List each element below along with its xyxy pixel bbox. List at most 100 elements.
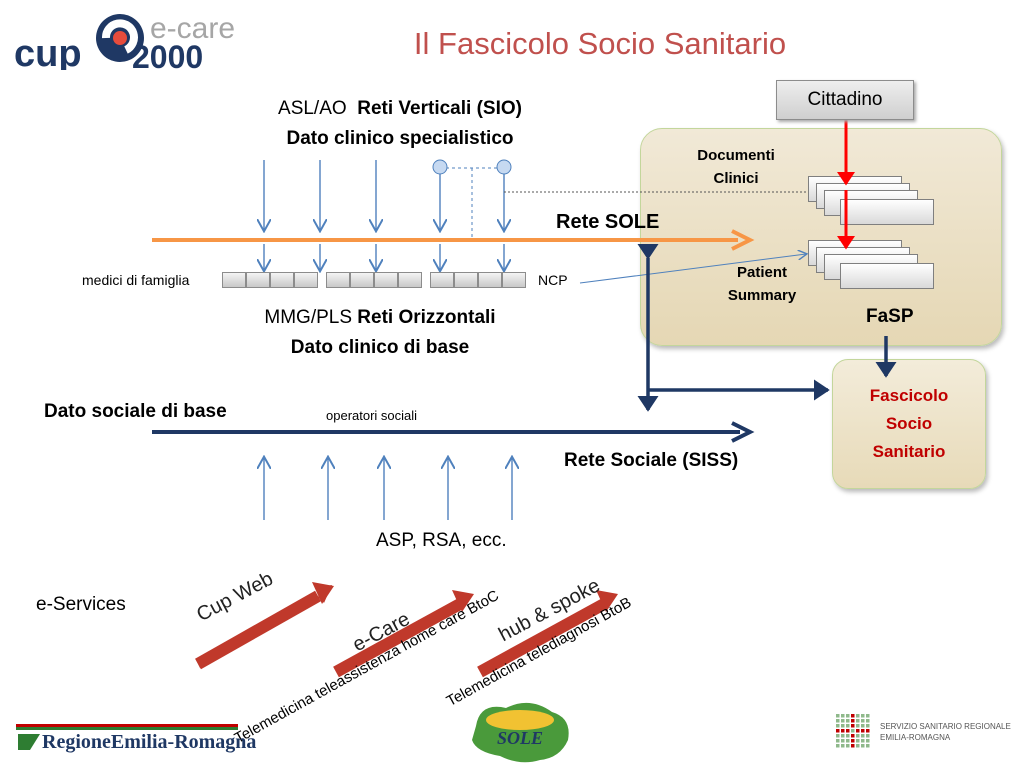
- ssr-logo-dot: [841, 729, 845, 733]
- ssr-logo-dot: [851, 739, 855, 743]
- medici-label: medici di famiglia: [82, 272, 190, 288]
- logo-swirl: [102, 19, 138, 54]
- logo-ecare-text: e-care: [150, 12, 235, 45]
- ssr-logo-dot: [846, 714, 850, 718]
- vertical-networks-heading: ASL/AO Reti Verticali (SIO): [200, 98, 600, 120]
- ssr-logo-dot: [851, 729, 855, 733]
- ssr-logo-dot: [856, 714, 860, 718]
- operatori-sociali-label: operatori sociali: [326, 408, 418, 423]
- ncp-group: [430, 272, 526, 288]
- rete-sociale-arrow: [152, 421, 755, 443]
- ncp-cell: [222, 272, 246, 288]
- vertical-networks-label: Reti Verticali (SIO): [357, 98, 522, 119]
- fascicolo-socio-sanitario-box: Fascicolo Socio Sanitario: [832, 359, 986, 489]
- ncp-cell: [398, 272, 422, 288]
- ssr-logo-dot: [851, 714, 855, 718]
- ssr-logo-dot: [846, 719, 850, 723]
- ssr-logo-dot: [866, 714, 870, 718]
- ncp-cell: [246, 272, 270, 288]
- ssr-logo-dot: [861, 724, 865, 728]
- ssr-logo-dot: [836, 744, 840, 748]
- ncp-cell: [294, 272, 318, 288]
- document-card: [840, 199, 934, 225]
- ssr-logo-dot: [861, 734, 865, 738]
- ssr-logo-dot: [836, 719, 840, 723]
- sole-logo-text: SOLE: [497, 728, 543, 748]
- ncp-group: [326, 272, 422, 288]
- node-circle: [432, 159, 448, 175]
- ssr-logo-dot: [856, 719, 860, 723]
- social-sources-label: ASP, RSA, ecc.: [376, 530, 507, 551]
- ssr-logo-dot: [861, 719, 865, 723]
- documenti-clinici-label: Documenti Clinici: [697, 147, 775, 187]
- ncp-cell: [326, 272, 350, 288]
- cup2000-logo: cup e-care 2000: [14, 8, 254, 70]
- ssr-logo-dot: [841, 714, 845, 718]
- ssr-logo-dot: [866, 719, 870, 723]
- ssr-logo-dot: [846, 739, 850, 743]
- vertical-networks-subtitle: Dato clinico specialistico: [286, 128, 514, 149]
- horizontal-networks-subtitle: Dato clinico di base: [290, 337, 470, 358]
- social-source-arrows: [264, 458, 512, 520]
- fascicolo-label: Fascicolo Socio Sanitario: [869, 386, 949, 461]
- vertical-networks-prefix: ASL/AO: [278, 98, 347, 119]
- ncp-cell: [430, 272, 454, 288]
- eservice-arrow-cupweb: [195, 582, 334, 670]
- ssr-logo-dot: [861, 714, 865, 718]
- regione-logo-text: RegioneEmilia-Romagna: [42, 731, 257, 753]
- node-circle: [496, 159, 512, 175]
- vertical-network-arrows: [264, 159, 808, 270]
- ncp-cell: [502, 272, 526, 288]
- logo-cup-text: cup: [14, 33, 82, 70]
- eservices-label: e-Services: [36, 594, 126, 615]
- regione-logo-graphic: [16, 724, 238, 750]
- ssr-logo-text: SERVIZIO SANITARIO REGIONALE EMILIA-ROMA…: [880, 721, 1011, 743]
- ssr-logo-dot: [846, 734, 850, 738]
- rete-sole-label: Rete SOLE: [556, 211, 660, 233]
- ssr-logo-dot: [851, 724, 855, 728]
- ssr-logo-dot: [851, 734, 855, 738]
- ssr-logo-dot: [841, 744, 845, 748]
- ssr-logo-dot: [866, 724, 870, 728]
- ncp-group: [222, 272, 318, 288]
- logo-2000-text: 2000: [132, 39, 203, 70]
- horizontal-networks-prefix: MMG/PLS: [264, 307, 353, 328]
- ncp-cell: [350, 272, 374, 288]
- ncp-link-line: [579, 254, 806, 284]
- horizontal-networks-heading: MMG/PLS Reti Orizzontali: [180, 307, 580, 329]
- ssr-logo-dot: [836, 729, 840, 733]
- ssr-logo-dot: [841, 734, 845, 738]
- logo-dot: [113, 31, 127, 45]
- ssr-logo-dot: [836, 724, 840, 728]
- ncp-cell: [478, 272, 502, 288]
- patient-summary-label: Patient Summary: [727, 264, 797, 304]
- page-title: Il Fascicolo Socio Sanitario: [413, 26, 787, 61]
- ssr-logo-dot: [866, 734, 870, 738]
- ssr-logo-dot: [836, 734, 840, 738]
- ssr-logo-grid: [836, 714, 870, 748]
- ssr-logo-dot: [856, 739, 860, 743]
- ssr-logo-dot: [841, 719, 845, 723]
- ncp-cell: [270, 272, 294, 288]
- ssr-logo-dot: [836, 739, 840, 743]
- ssr-logo-dot: [866, 739, 870, 743]
- summary-card: [840, 263, 934, 289]
- eservice-arrow-ecare: [333, 590, 474, 678]
- ssr-logo-dot: [851, 719, 855, 723]
- ncp-label: NCP: [538, 272, 568, 288]
- ssr-logo-dot: [836, 714, 840, 718]
- ssr-logo-dot: [866, 729, 870, 733]
- ssr-logo-dot: [861, 744, 865, 748]
- ssr-logo-dot: [866, 744, 870, 748]
- dato-sociale-label: Dato sociale di base: [44, 401, 227, 422]
- ssr-logo-dot: [856, 734, 860, 738]
- fasp-container: [640, 128, 1002, 346]
- ssr-logo-dot: [861, 739, 865, 743]
- horizontal-networks-label: Reti Orizzontali: [357, 307, 496, 328]
- cittadino-box: Cittadino: [776, 80, 914, 120]
- ssr-logo-line1: SERVIZIO SANITARIO REGIONALE: [880, 722, 1011, 731]
- ssr-logo-dot: [846, 744, 850, 748]
- ssr-logo-dot: [856, 729, 860, 733]
- fasp-label: FaSP: [866, 306, 914, 327]
